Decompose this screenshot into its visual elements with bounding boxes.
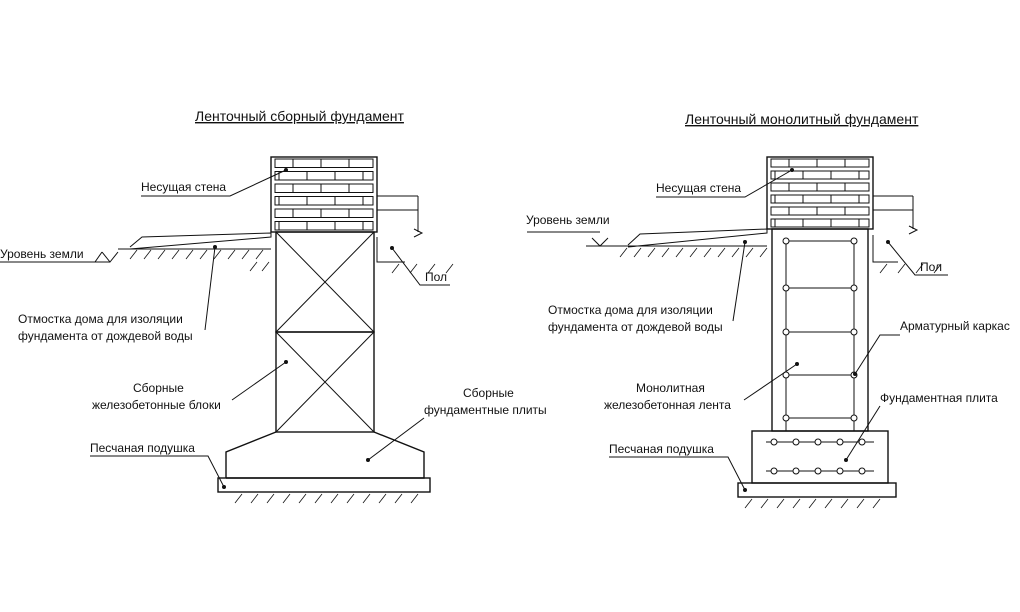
left-precast-blocks-label-1: Сборные: [133, 381, 184, 395]
right-monolithic-strip-label-1: Монолитная: [636, 381, 705, 395]
right-sand-cushion: [737, 482, 897, 498]
precast-foundation-drawing: Ленточный сборный фундамент: [0, 108, 547, 504]
right-title: Ленточный монолитный фундамент: [685, 111, 919, 127]
left-floor-slab: [376, 195, 424, 263]
right-brick-wall: [766, 156, 874, 230]
right-floor-slab: [872, 195, 919, 263]
right-monolithic-strip: [771, 228, 869, 432]
left-blind-area-label-1: Отмостка дома для изоляции: [18, 312, 183, 326]
left-foundation-slab: [225, 431, 425, 479]
left-precast-slabs-label-2: фундаментные плиты: [424, 403, 547, 417]
right-foundation-slab-label: Фундаментная плита: [880, 391, 998, 405]
left-precast-blocks: [275, 231, 375, 433]
left-blind-area-label-2: фундамента от дождевой воды: [18, 329, 193, 343]
right-blind-area-label-2: фундамента от дождевой воды: [548, 320, 723, 334]
right-monolithic-strip-label-2: железобетонная лента: [604, 398, 731, 412]
left-ground-level-marker: [0, 251, 119, 263]
left-floor-label: Пол: [425, 270, 447, 284]
right-bearing-wall-label: Несущая стена: [656, 181, 741, 195]
left-sand-cushion: [217, 477, 431, 493]
right-ground-level-label: Уровень земли: [526, 213, 610, 227]
right-blind-area-label-1: Отмостка дома для изоляции: [548, 303, 713, 317]
left-precast-slabs-label-1: Сборные: [463, 386, 514, 400]
right-ground-level-marker: [527, 231, 612, 247]
right-foundation-slab: [751, 430, 889, 484]
left-ground-level-label: Уровень земли: [0, 247, 84, 261]
right-rebar-cage-label: Арматурный каркас: [900, 319, 1010, 333]
left-title: Ленточный сборный фундамент: [195, 108, 405, 124]
right-blind-area: [627, 228, 768, 248]
left-earth-hatching: [129, 249, 454, 504]
right-sand-cushion-label: Песчаная подушка: [609, 442, 714, 456]
right-earth-hatching: [619, 247, 942, 509]
left-sand-cushion-label: Песчаная подушка: [90, 441, 195, 455]
monolithic-foundation-drawing: Ленточный монолитный фундамент: [526, 111, 1010, 509]
left-blind-area: [129, 232, 272, 250]
left-bearing-wall-label: Несущая стена: [141, 180, 226, 194]
left-precast-blocks-label-2: железобетонные блоки: [92, 398, 221, 412]
right-floor-label: Пол: [920, 260, 942, 274]
